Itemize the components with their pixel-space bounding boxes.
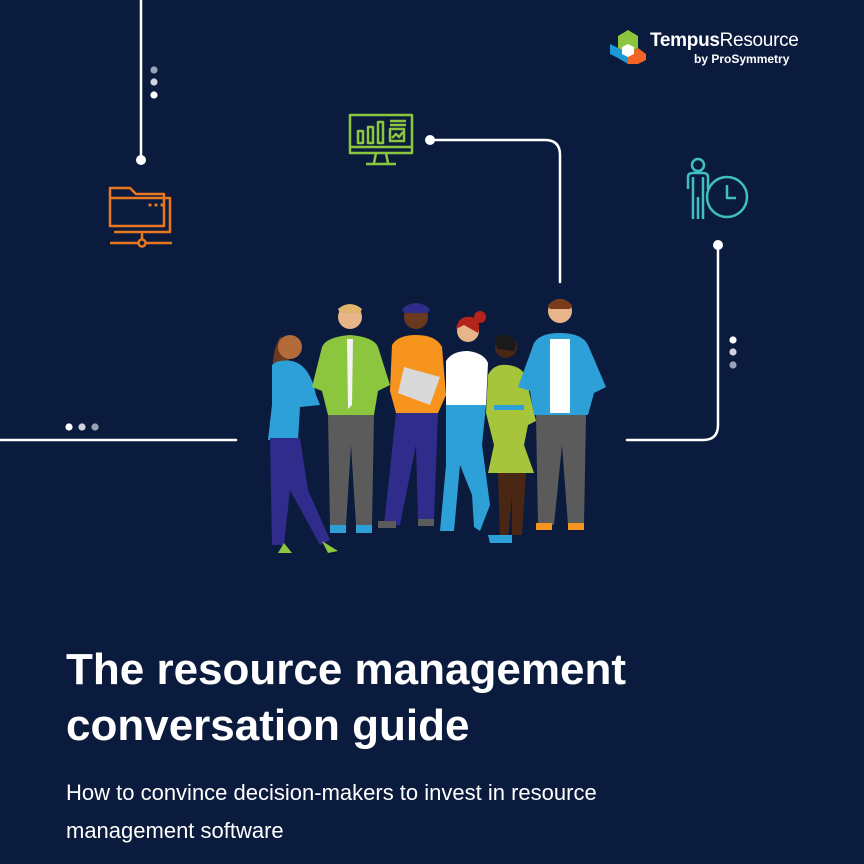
title-line-1: The resource management [66,645,626,694]
brand-name-bold: Tempus [650,30,720,51]
cover-subtitle: How to convince decision-makers to inves… [66,774,786,850]
brand-byline: by ProSymmetry [694,52,790,66]
dots-decoration [65,66,737,431]
brand-name-regular: Resource [719,30,799,51]
cover-title: The resource management conversation gui… [66,642,846,754]
chart-monitor-icon [348,113,414,166]
subtitle-line-2: management software [66,818,284,843]
brand-logo: TempusResource by ProSymmetry [610,28,810,68]
person-illustration [312,304,390,533]
subtitle-line-1: How to convince decision-makers to inves… [66,780,597,805]
hexagon-logo-icon [610,30,646,64]
person-illustration [378,303,446,528]
folder-network-icon [108,186,172,248]
brand-name: TempusResource [650,30,799,52]
person-illustration [440,311,490,531]
team-illustration [268,299,606,553]
person-clock-icon [686,157,749,219]
person-illustration [486,334,536,543]
person-illustration [518,299,606,530]
title-line-2: conversation guide [66,701,470,750]
person-illustration [268,335,338,553]
